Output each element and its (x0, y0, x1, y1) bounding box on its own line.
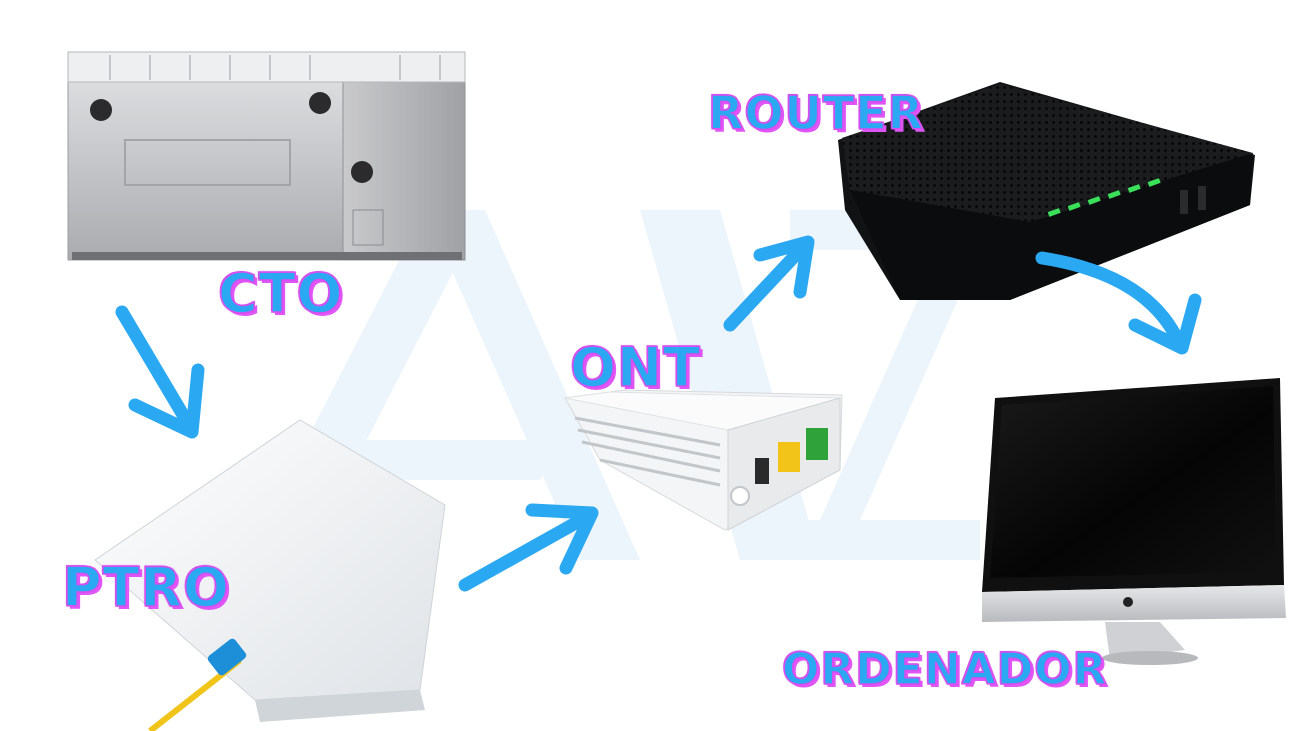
flow-arrow-icon (1035, 251, 1202, 355)
ont-device-icon (564, 389, 843, 531)
flow-arrow-icon (115, 305, 205, 439)
ont-label: ONT (569, 335, 701, 400)
cto-box-icon (67, 51, 466, 261)
flow-arrow-icon (723, 235, 815, 332)
ptro-label: PTRO (61, 555, 230, 620)
ordenador-label: ORDENADOR (781, 643, 1108, 696)
cto-label: CTO (217, 261, 344, 326)
router-label: ROUTER (707, 85, 925, 141)
router-device-icon (838, 82, 1255, 300)
flow-arrow-icon (458, 503, 599, 592)
monitor-icon (982, 378, 1286, 665)
ptro-box-icon (94, 419, 446, 731)
